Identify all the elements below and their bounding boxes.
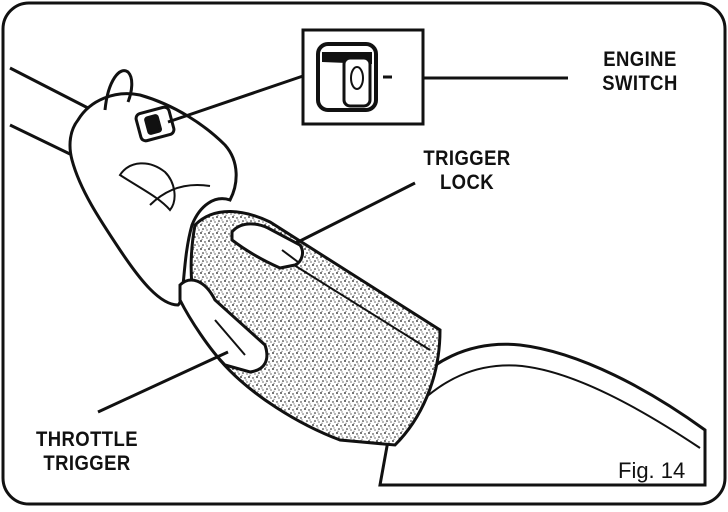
engine-switch-label: ENGINE SWITCH bbox=[602, 48, 678, 95]
throttle-trigger-label: THROTTLE TRIGGER bbox=[35, 428, 139, 475]
handle-housing bbox=[68, 69, 238, 307]
figure-number: Fig. 14 bbox=[618, 458, 686, 483]
trigger-lock-label: TRIGGER LOCK bbox=[423, 147, 511, 194]
switch-inset bbox=[301, 28, 425, 126]
trigger-lock-leader bbox=[295, 181, 416, 245]
trigger-lock-part bbox=[230, 222, 304, 270]
leader-lines bbox=[97, 74, 568, 414]
throttle-trigger-part bbox=[178, 278, 269, 374]
shaft bbox=[9, 66, 89, 157]
inset-to-switch-leader bbox=[167, 74, 304, 124]
throttle-trigger-leader bbox=[97, 350, 229, 414]
